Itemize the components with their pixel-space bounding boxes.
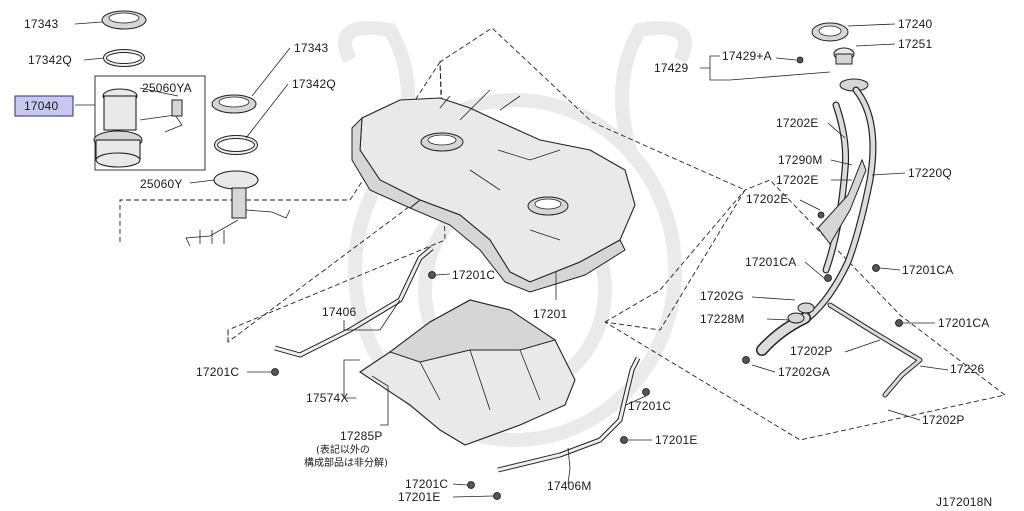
note-line-2: 構成部品は非分解) [304,456,388,469]
tank-boundary [227,27,746,342]
label-17201ca-lower[interactable]: 17201CA [938,316,989,330]
bolt-icon [872,264,880,272]
label-17226[interactable]: 17226 [950,362,984,376]
lock-ring-lower [211,94,257,114]
label-17201ca-left[interactable]: 17201CA [745,255,796,269]
filler-cap-seal [833,47,855,65]
fuel-tank [351,89,636,293]
leader-lines [74,21,949,498]
label-17040[interactable]: 17040 [24,99,58,113]
fuel-pump-module [93,88,183,168]
heat-insulator [359,299,576,446]
label-17201c-tank[interactable]: 17201C [452,268,495,282]
drawing-code: J172018N [936,495,992,509]
gasket-ring-upper [103,49,145,67]
tank-strap-left [274,246,434,358]
label-17202p-low[interactable]: 17202P [922,413,965,427]
label-17201[interactable]: 17201 [533,307,567,321]
label-17342q-upper[interactable]: 17342Q [28,53,72,67]
label-17202e-top[interactable]: 17202E [776,116,819,130]
label-17220q[interactable]: 17220Q [908,166,952,180]
label-17290m[interactable]: 17290M [778,153,823,167]
label-17201c-bottom[interactable]: 17201C [405,477,448,491]
label-17342q-lower[interactable]: 17342Q [292,77,336,91]
filler-bracket [817,158,867,245]
label-25060y[interactable]: 25060Y [140,177,183,191]
bolt-icon [271,368,279,376]
label-17429-a[interactable]: 17429+A [722,49,772,63]
evap-tube [827,302,923,398]
part-highlight-17040 [14,95,74,117]
filler-cap [811,22,849,42]
label-17406[interactable]: 17406 [322,305,356,319]
tank-strap-right [497,356,641,473]
label-17202e-mid[interactable]: 17202E [776,173,819,187]
lock-ring-upper [101,10,147,30]
label-17202ga[interactable]: 17202GA [778,365,830,379]
bolt-icon [817,211,825,219]
label-17201e-right[interactable]: 17201E [655,433,698,447]
label-17228m[interactable]: 17228M [700,312,745,326]
label-17406m[interactable]: 17406M [547,479,592,493]
label-17201c-right[interactable]: 17201C [628,399,671,413]
bolt-icon [467,481,475,489]
label-17240[interactable]: 17240 [898,17,932,31]
label-17202p-mid[interactable]: 17202P [790,344,833,358]
bolts [271,56,903,500]
pump-module-box [94,75,206,171]
bolt-icon [796,56,804,64]
bolt-icon [824,274,832,282]
filler-neck [804,78,877,322]
bolt-icon [742,356,750,364]
part-labels: 17343 17342Q 17040 25060YA 17343 17342Q … [24,17,992,509]
label-17201c-left[interactable]: 17201C [196,365,239,379]
label-17429[interactable]: 17429 [654,61,688,75]
bolt-icon [493,492,501,500]
gasket-ring-lower [214,135,258,155]
label-17202g[interactable]: 17202G [700,289,744,303]
label-17251[interactable]: 17251 [898,37,932,51]
bolt-icon [642,388,650,396]
label-17343-lower[interactable]: 17343 [294,41,328,55]
label-17201ca-right[interactable]: 17201CA [902,263,953,277]
label-17343-upper[interactable]: 17343 [24,17,58,31]
label-17285p[interactable]: 17285P [340,429,383,443]
filler-hose [756,302,815,356]
bolt-icon [620,436,628,444]
bolt-icon [428,271,436,279]
fuel-level-sender [185,170,291,247]
note-line-1: (表記以外の [316,443,370,456]
label-17202e-low[interactable]: 17202E [746,192,789,206]
label-17574x[interactable]: 17574X [306,391,349,405]
label-25060ya[interactable]: 25060YA [142,81,192,95]
label-17201e-bottom[interactable]: 17201E [398,490,441,504]
bolt-icon [895,319,903,327]
